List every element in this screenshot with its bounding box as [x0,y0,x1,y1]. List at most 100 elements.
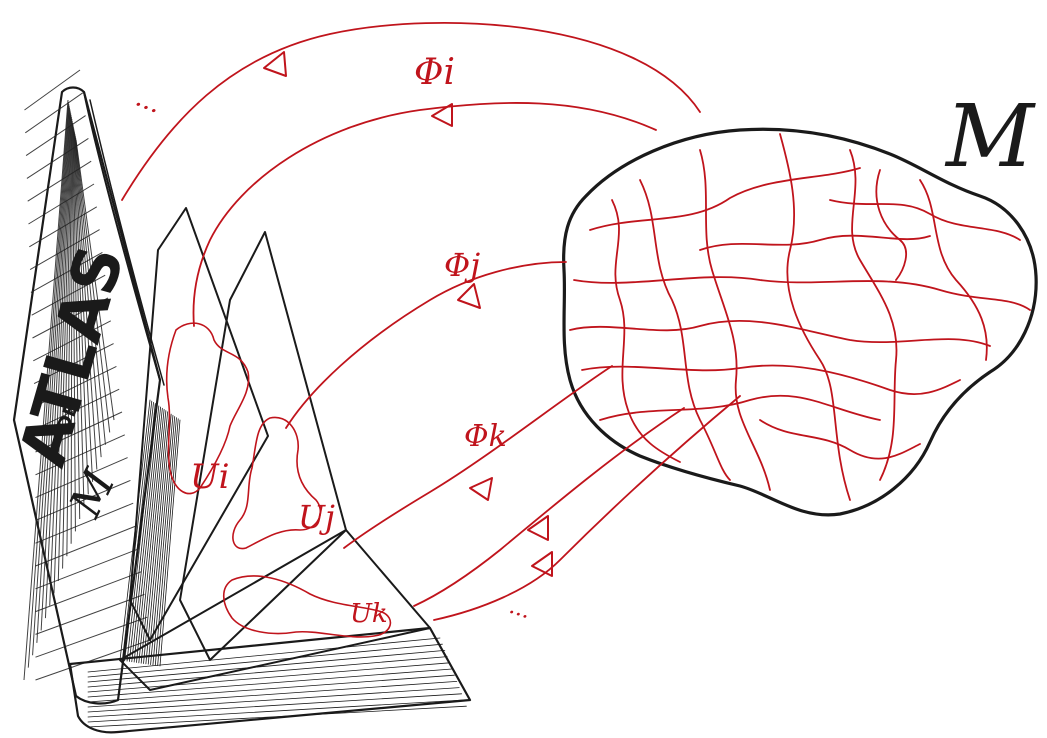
hatch-stroke [72,122,76,532]
hatch-stroke [72,126,85,507]
arrow-head-lower-2 [531,551,553,577]
bottom-page-lines [87,637,467,728]
hatch-stroke [87,687,460,713]
hatch-stroke [35,548,139,590]
manifold-chart-network [569,133,1031,501]
ellipsis-top: ... [131,83,165,120]
hatch-stroke [57,115,72,581]
hatch-stroke [121,400,153,661]
hatch-stroke [49,111,71,606]
map-label-phi-i: Φi [414,52,455,93]
map-arc-phi-j [285,261,567,429]
map-arc-lower-1 [413,407,685,607]
hatch-stroke [87,656,448,688]
hatch-stroke [40,107,71,631]
hatch-stroke [35,571,142,613]
cover-hatching [23,69,151,681]
hatch-stroke [87,699,465,723]
hatch-stroke [73,132,98,470]
hatch-stroke [157,418,179,667]
hatch-stroke [36,105,70,643]
hatch-stroke [31,274,106,316]
manifold-outline [562,127,1038,517]
hatch-stroke [35,525,137,567]
manifold-label: M [944,87,1036,187]
map-arc-phi-i [192,102,657,327]
domain-ui-region [165,322,250,495]
hatch-stroke [62,117,72,569]
hatch-stroke [129,404,158,662]
hatch-stroke [87,681,458,708]
hatch-stroke [74,136,106,445]
chart-maps: Φi Φj Φk [121,21,741,621]
map-label-phi-k: Φk [464,419,507,454]
hatch-stroke [53,113,72,594]
hatch-stroke [75,138,111,433]
hatch-stroke [159,419,181,667]
hatch-stroke [44,109,71,619]
hatch-stroke [32,103,70,656]
atlas-book: ATLAS DE M Ui Uj Uk ... ... [6,69,534,734]
page-uk [119,529,431,691]
arrow-head-phi-i [431,103,453,127]
hatch-stroke [87,643,443,678]
hatch-stroke [25,92,84,134]
hatch-stroke [73,130,94,482]
hatch-stroke [87,662,451,693]
hatch-stroke [87,693,463,718]
hatch-stroke [27,101,69,668]
hatch-stroke [87,674,455,703]
hatch-stroke [72,124,81,520]
hatch-stroke [133,406,161,663]
hatch-stroke [35,411,123,453]
hatch-stroke [27,160,92,202]
hatch-stroke [87,705,467,728]
domain-label-uk: Uk [350,599,388,629]
page-fan [119,399,181,667]
map-arc-top [121,21,701,201]
hatch-stroke [35,479,131,521]
ellipsis-bottom: ... [506,594,534,624]
map-arc-phi-k [343,365,613,549]
domain-label-ui: Ui [190,457,230,497]
domain-label-uj: Uj [298,498,335,536]
hatch-stroke [145,412,170,665]
hatch-stroke [138,409,165,664]
hatch-stroke [23,99,69,681]
hatch-stroke [143,411,169,664]
hatch-stroke [24,69,81,111]
book-back-cover [68,626,472,734]
hatch-stroke [25,115,86,157]
hatch-stroke [87,637,441,673]
book-title-line-1: ATLAS [6,238,139,474]
arrow-head-lower-1 [527,515,549,541]
page-uj [179,231,347,661]
arrow-head-phi-j [457,283,481,309]
map-arc-lower-2 [433,395,741,621]
hatch-stroke [35,502,134,544]
hatch-stroke [74,134,102,458]
book-title: ATLAS [6,238,139,474]
hatch-stroke [26,137,89,179]
hatch-stroke [73,128,89,495]
hatch-stroke [70,120,73,544]
domain-uk-region [222,575,392,638]
hatch-stroke [140,410,167,664]
page-ui [129,207,269,641]
map-label-phi-j: Φj [444,246,480,284]
hatch-stroke [87,668,453,698]
arrow-head-phi-k [469,477,493,501]
hatch-stroke [87,650,446,683]
hatch-stroke [126,403,156,662]
hatch-stroke [35,593,145,635]
domain-uj-region [232,416,322,550]
hatch-stroke [124,401,154,662]
hatch-stroke [152,416,176,666]
hatch-stroke [75,139,115,421]
arrow-head-top [263,51,287,77]
manifold: M [562,87,1038,517]
hatch-stroke [35,457,128,499]
hatch-stroke [66,119,73,557]
hatch-stroke [147,413,172,665]
